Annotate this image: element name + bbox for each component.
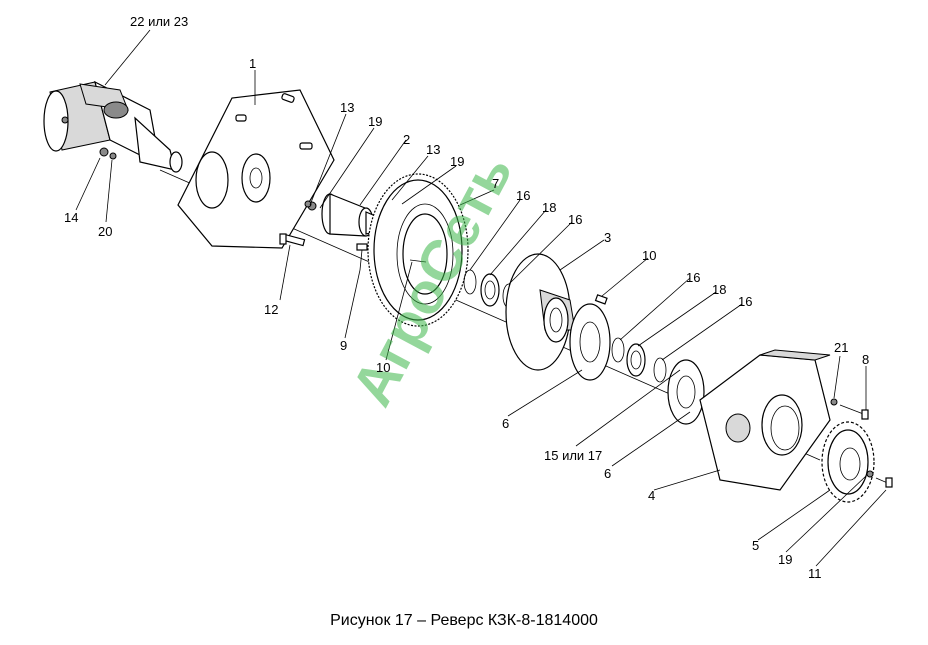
washer-21 bbox=[830, 398, 838, 406]
callout-16: 16 bbox=[738, 294, 752, 309]
leader-lines bbox=[75, 29, 887, 567]
bearing-18 bbox=[626, 343, 646, 377]
bolt-10 bbox=[409, 259, 427, 263]
callout-18: 18 bbox=[712, 282, 726, 297]
callout-13: 13 bbox=[426, 142, 440, 157]
bolt-12 bbox=[279, 233, 306, 247]
hub bbox=[505, 253, 576, 371]
starter-motor bbox=[43, 80, 183, 173]
callout-14: 14 bbox=[64, 210, 78, 225]
callout-10: 10 bbox=[642, 248, 656, 263]
callout-2: 2 bbox=[403, 132, 410, 147]
callout-19: 19 bbox=[450, 154, 464, 169]
shaft bbox=[304, 193, 386, 237]
callout-19: 19 bbox=[778, 552, 792, 567]
gasket-6 bbox=[667, 359, 705, 425]
ring-gear bbox=[367, 173, 469, 327]
callout-10: 10 bbox=[376, 360, 390, 375]
callout-15-17: 15 или 17 bbox=[544, 448, 602, 463]
housing bbox=[699, 349, 831, 491]
figure-caption: Рисунок 17 – Реверс КЗК-8-1814000 bbox=[330, 612, 598, 629]
callout-16: 16 bbox=[686, 270, 700, 285]
callout-9: 9 bbox=[340, 338, 347, 353]
mounting-plate bbox=[177, 89, 335, 249]
bolt-10 bbox=[594, 294, 608, 305]
callout-8: 8 bbox=[862, 352, 869, 367]
callout-21: 21 bbox=[834, 340, 848, 355]
callout-16: 16 bbox=[568, 212, 582, 227]
callout-22-23: 22 или 23 bbox=[130, 14, 188, 29]
callout-7: 7 bbox=[492, 176, 499, 191]
callout-3: 3 bbox=[604, 230, 611, 245]
callout-6: 6 bbox=[604, 466, 611, 481]
sprocket bbox=[821, 421, 875, 503]
callout-13: 13 bbox=[340, 100, 354, 115]
bearing-18 bbox=[480, 273, 500, 307]
callout-11: 11 bbox=[808, 566, 822, 581]
callout-19: 19 bbox=[368, 114, 382, 129]
ring-16 bbox=[653, 357, 667, 383]
bolt-8 bbox=[839, 404, 869, 420]
callout-16: 16 bbox=[516, 188, 530, 203]
ring-16 bbox=[611, 337, 625, 363]
callout-4: 4 bbox=[648, 488, 655, 503]
callout-6: 6 bbox=[502, 416, 509, 431]
callout-12: 12 bbox=[264, 302, 278, 317]
callout-20: 20 bbox=[98, 224, 112, 239]
callout-1: 1 bbox=[249, 56, 256, 71]
callout-labels: 22 или 23 1 13 19 2 13 19 7 16 18 16 3 1… bbox=[64, 14, 869, 581]
callout-18: 18 bbox=[542, 200, 556, 215]
gasket-6 bbox=[569, 303, 611, 381]
bolt-11 bbox=[875, 477, 893, 488]
washer-19 bbox=[866, 470, 874, 478]
bolt-9 bbox=[356, 243, 368, 271]
callout-5: 5 bbox=[752, 538, 759, 553]
